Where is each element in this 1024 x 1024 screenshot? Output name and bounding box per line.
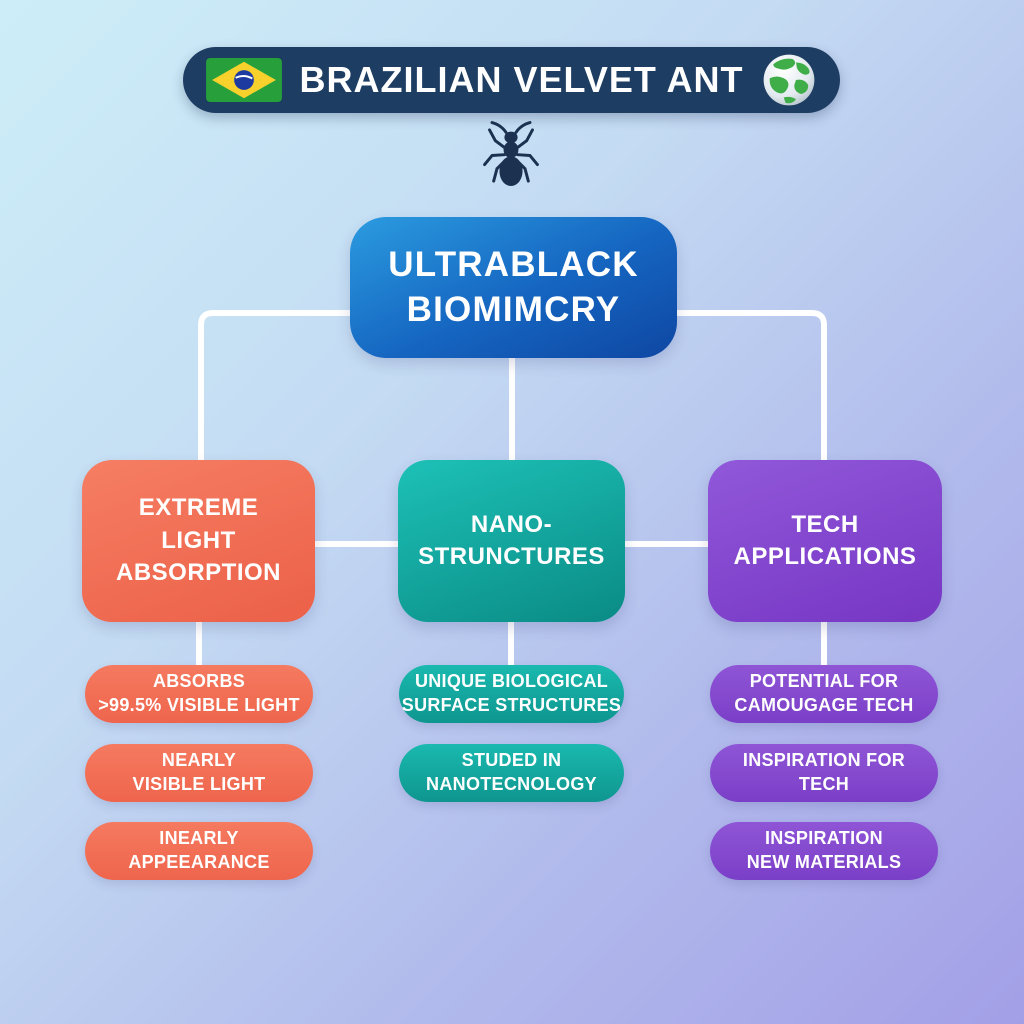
pill-line2: NEW MATERIALS — [746, 852, 902, 872]
pill-line2: TECH — [798, 774, 850, 794]
node-nano-structures: NANO- STRUNCTURES — [398, 460, 625, 622]
branch-label-line2: STRUNCTURES — [418, 543, 605, 570]
pill-line1: POTENTIAL FOR — [749, 671, 899, 692]
pill-studed-in-nanotecnology: STUDED IN NANOTECNOLOGY — [399, 744, 624, 802]
connector-root-to-left — [198, 310, 350, 464]
pill-line1: UNIQUE BIOLOGICAL — [414, 671, 609, 692]
pill-line2: VISIBLE LIGHT — [132, 774, 266, 794]
root-label-line1: ULTRABLACK — [388, 244, 639, 284]
branch-label-line1: EXTREME — [138, 494, 259, 522]
header-title: BRAZILIAN VELVET ANT — [299, 59, 744, 100]
pill-line2: SURFACE STRUCTURES — [401, 695, 622, 715]
pill-line2: CAMOUGAGE TECH — [734, 695, 914, 715]
pill-potential-for-camougage-tech: POTENTIAL FOR CAMOUGAGE TECH — [710, 665, 938, 723]
root-label-line2: BIOMIMCRY — [406, 289, 621, 329]
branch-label-line1: NANO- — [470, 510, 553, 538]
pill-line2: NANOTECNOLOGY — [426, 774, 597, 794]
node-ultrablack-biomimicry: ULTRABLACK BIOMIMCRY — [350, 217, 677, 358]
ant-icon — [483, 121, 539, 187]
connector-root-to-right — [677, 310, 827, 464]
brazil-flag-icon — [205, 58, 282, 102]
pill-line2: APPEEARANCE — [128, 852, 270, 872]
branch-label-line1: TECH — [791, 510, 859, 538]
branch-label-line2: APPLICATIONS — [733, 543, 917, 570]
pill-line1: NEARLY — [161, 750, 237, 771]
pill-absorbs-visible-light: ABSORBS >99.5% VISIBLE LIGHT — [85, 665, 313, 723]
globe-icon — [764, 54, 815, 106]
header: BRAZILIAN VELVET ANT — [183, 47, 840, 113]
pill-inspiration-new-materials: INSPIRATION NEW MATERIALS — [710, 822, 938, 880]
node-tech-applications: TECH APPLICATIONS — [708, 460, 942, 622]
pill-line1: INSPIRATION — [765, 828, 883, 849]
pill-nearly-visible-light: NEARLY VISIBLE LIGHT — [85, 744, 313, 802]
pill-inearly-appeearance: INEARLY APPEEARANCE — [85, 822, 313, 880]
pill-unique-biological-surface-structures: UNIQUE BIOLOGICAL SURFACE STRUCTURES — [399, 665, 624, 723]
pill-line1: INEARLY — [159, 828, 239, 849]
pill-line2: >99.5% VISIBLE LIGHT — [98, 695, 300, 715]
pill-line1: STUDED IN — [461, 750, 562, 771]
pill-line1: INSPIRATION FOR — [742, 750, 906, 771]
branch-label-line2: LIGHT ABSORPTION — [115, 526, 281, 587]
node-extreme-light-absorption: EXTREME LIGHT ABSORPTION — [82, 460, 315, 622]
pill-inspiration-for-tech: INSPIRATION FOR TECH — [710, 744, 938, 802]
pill-line1: ABSORBS — [152, 671, 246, 692]
